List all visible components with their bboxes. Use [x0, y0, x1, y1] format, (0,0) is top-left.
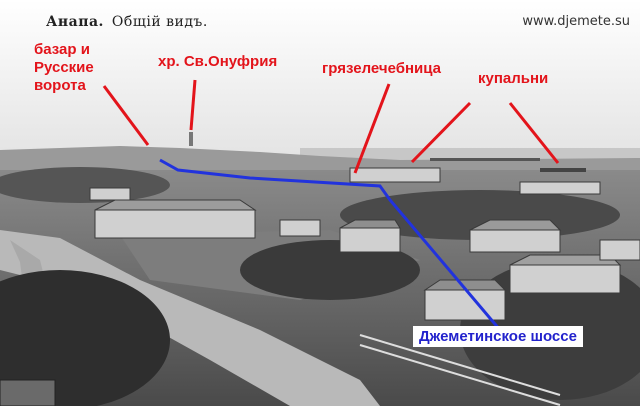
buildings: [89, 167, 640, 321]
caption-view: Общiй видъ.: [111, 14, 208, 30]
label-bazaar-line2: Русские: [34, 59, 94, 76]
watermark-url: www.djemete.su: [522, 14, 630, 29]
trees-mid: [240, 240, 420, 300]
label-highway: Джеметинское шоссе: [413, 326, 583, 347]
label-church: хр. Св.Онуфрия: [158, 53, 278, 70]
foreground-roof: [0, 379, 56, 406]
sky: [0, 0, 640, 155]
label-bazaar: базар и Русские ворота: [34, 41, 94, 95]
caption-city: Анапа.: [46, 14, 104, 30]
fence: [359, 334, 561, 406]
church-spire: [189, 132, 193, 146]
annotation-arrows: [102, 79, 560, 174]
ship: [540, 168, 586, 172]
photo-caption: Анапа. Общiй видъ.: [46, 14, 208, 30]
label-bazaar-line3: ворота: [34, 77, 86, 94]
label-mud-clinic: грязелечебница: [322, 60, 442, 77]
label-baths: купальни: [478, 70, 549, 87]
pier: [430, 158, 540, 161]
label-bazaar-line1: базар и: [34, 41, 90, 58]
trees-left: [0, 270, 170, 406]
distant-shore: [0, 146, 640, 175]
highway-line: [159, 158, 502, 331]
